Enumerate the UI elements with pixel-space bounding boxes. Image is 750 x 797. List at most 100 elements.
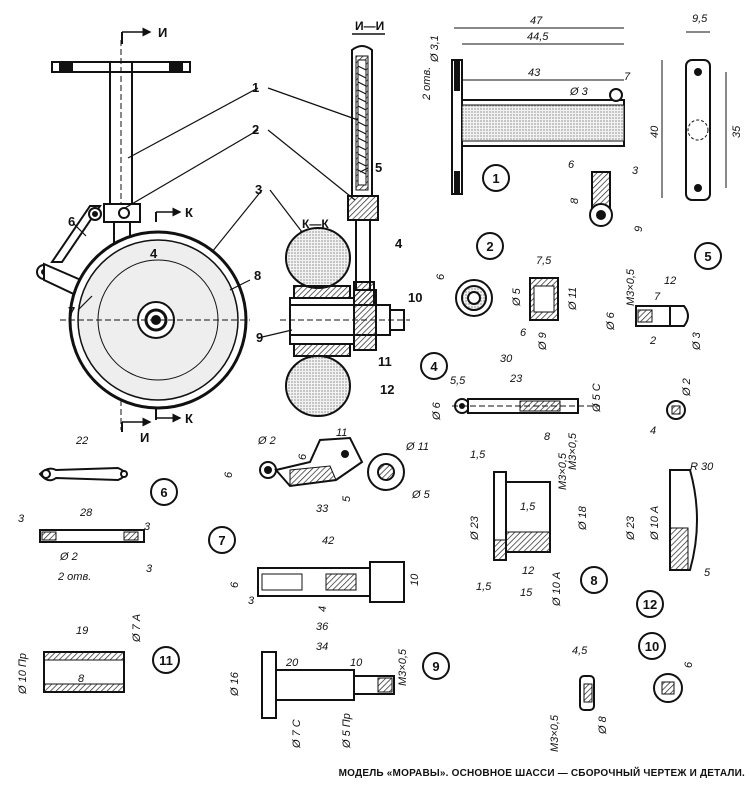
part-6-drawing bbox=[38, 466, 145, 543]
svg-text:11: 11 bbox=[336, 427, 347, 439]
svg-text:22: 22 bbox=[75, 435, 88, 447]
svg-text:R 30: R 30 bbox=[690, 461, 714, 473]
svg-text:Ø 9: Ø 9 bbox=[537, 332, 549, 351]
svg-text:Ø 8: Ø 8 bbox=[597, 715, 609, 735]
svg-text:3: 3 bbox=[144, 521, 151, 533]
svg-text:1,5: 1,5 bbox=[470, 449, 486, 461]
svg-text:9: 9 bbox=[633, 226, 645, 232]
svg-text:33: 33 bbox=[316, 503, 329, 515]
svg-text:2 отв.: 2 отв. bbox=[57, 571, 91, 583]
svg-text:Ø 5: Ø 5 bbox=[511, 287, 523, 307]
part-labels: 1 2 4 5 6 7 8 12 11 9 10 bbox=[159, 171, 711, 674]
svg-text:Ø 7 С: Ø 7 С bbox=[291, 719, 303, 749]
svg-text:Ø 3: Ø 3 bbox=[569, 86, 589, 98]
callout-11: 11 bbox=[378, 354, 392, 369]
part-label-7: 7 bbox=[218, 533, 225, 548]
svg-text:7,5: 7,5 bbox=[536, 255, 552, 267]
part-2-dims: 7,5 6 Ø 5 Ø 11 Ø 9 6 bbox=[435, 255, 579, 351]
svg-text:10: 10 bbox=[409, 573, 421, 586]
part-5-drawing bbox=[635, 305, 689, 420]
svg-text:6: 6 bbox=[435, 273, 447, 280]
svg-text:8: 8 bbox=[569, 197, 581, 204]
svg-text:30: 30 bbox=[500, 353, 513, 365]
part-9-drawing bbox=[261, 651, 395, 719]
part-1-drawing bbox=[451, 27, 727, 227]
svg-text:6: 6 bbox=[568, 159, 575, 171]
svg-text:3: 3 bbox=[248, 595, 255, 607]
svg-text:Ø 7 А: Ø 7 А bbox=[131, 614, 143, 643]
part-1-dims: 47 44,5 43 Ø 3,1 2 отв. Ø 3 7 6 3 8 9 9,… bbox=[421, 13, 743, 232]
part-label-circles bbox=[150, 164, 722, 680]
callout-10: 10 bbox=[408, 290, 422, 305]
svg-text:М3×0,5: М3×0,5 bbox=[557, 452, 569, 490]
svg-text:12: 12 bbox=[664, 275, 676, 287]
svg-text:Ø 6: Ø 6 bbox=[605, 311, 617, 331]
part-label-4: 4 bbox=[430, 359, 438, 374]
part-4-drawing bbox=[452, 398, 600, 414]
svg-text:2 отв.: 2 отв. bbox=[421, 67, 433, 101]
svg-text:4,5: 4,5 bbox=[572, 645, 588, 657]
section-k-top: К bbox=[185, 205, 193, 220]
leader-lines bbox=[73, 87, 369, 339]
svg-text:М3×0,5: М3×0,5 bbox=[397, 648, 409, 686]
svg-text:6: 6 bbox=[297, 453, 309, 460]
part-11-dims: 19 Ø 10 Пр Ø 7 А 8 bbox=[17, 614, 143, 695]
section-i-bottom: И bbox=[140, 430, 149, 445]
part-9-dims: 36 34 20 10 Ø 16 Ø 7 С Ø 5 Пр М3×0,5 bbox=[229, 621, 409, 749]
part-label-12: 12 bbox=[643, 597, 657, 612]
svg-text:6: 6 bbox=[683, 661, 695, 668]
svg-text:36: 36 bbox=[316, 621, 329, 633]
svg-text:15: 15 bbox=[520, 587, 533, 599]
svg-text:47: 47 bbox=[530, 15, 543, 27]
svg-text:Ø 6: Ø 6 bbox=[431, 401, 443, 421]
svg-text:7: 7 bbox=[654, 291, 661, 303]
svg-text:42: 42 bbox=[322, 535, 334, 547]
svg-text:Ø 2: Ø 2 bbox=[257, 435, 276, 447]
svg-text:Ø 2: Ø 2 bbox=[59, 551, 78, 563]
callout-2: 2 bbox=[252, 122, 259, 137]
part-10-drawing bbox=[579, 673, 683, 711]
part-7-drawing bbox=[257, 436, 405, 603]
section-k-view bbox=[280, 227, 410, 417]
part-12-dims: R 30 Ø 23 Ø 10 А 5 bbox=[625, 461, 714, 579]
section-markers: И К К И И—И К—К bbox=[140, 19, 385, 445]
svg-text:9,5: 9,5 bbox=[692, 13, 708, 25]
svg-text:23: 23 bbox=[509, 373, 523, 385]
callout-4-right: 4 bbox=[395, 236, 403, 251]
part-label-9: 9 bbox=[432, 659, 439, 674]
svg-text:Ø 5 С: Ø 5 С bbox=[591, 383, 603, 413]
part-2-drawing bbox=[455, 277, 559, 321]
svg-text:Ø 23: Ø 23 bbox=[469, 515, 481, 541]
part-10-dims: 4,5 М3×0,5 Ø 8 6 bbox=[549, 645, 695, 752]
callout-5: 5 bbox=[375, 160, 382, 175]
part-label-6: 6 bbox=[160, 485, 167, 500]
svg-text:20: 20 bbox=[285, 657, 299, 669]
svg-text:43: 43 bbox=[528, 67, 541, 79]
svg-text:Ø 2: Ø 2 bbox=[681, 378, 693, 397]
part-4-dims: 30 5,5 23 Ø 6 Ø 5 С 8 М3×0,5 bbox=[431, 353, 603, 470]
part-label-10: 10 bbox=[645, 639, 659, 654]
svg-text:28: 28 bbox=[79, 507, 93, 519]
svg-text:12: 12 bbox=[522, 565, 534, 577]
svg-text:40: 40 bbox=[649, 125, 661, 138]
part-label-8: 8 bbox=[590, 573, 597, 588]
svg-text:35: 35 bbox=[731, 125, 743, 138]
svg-text:Ø 10 А: Ø 10 А bbox=[649, 506, 661, 541]
svg-text:6: 6 bbox=[229, 581, 241, 588]
section-k-bottom: К bbox=[185, 411, 193, 426]
svg-text:10: 10 bbox=[350, 657, 363, 669]
part-label-2: 2 bbox=[486, 239, 493, 254]
svg-text:3: 3 bbox=[632, 165, 639, 177]
svg-text:М3×0,5: М3×0,5 bbox=[625, 268, 637, 306]
svg-text:Ø 5: Ø 5 bbox=[411, 489, 431, 501]
callout-1: 1 bbox=[252, 80, 259, 95]
part-8-dims: 1,5 1,5 Ø 23 Ø 18 12 15 1,5 Ø 10 А М3×0,… bbox=[469, 449, 589, 607]
svg-text:1,5: 1,5 bbox=[476, 581, 492, 593]
callout-4-left: 4 bbox=[150, 246, 158, 261]
svg-text:3: 3 bbox=[18, 513, 25, 525]
svg-text:М3×0,5: М3×0,5 bbox=[567, 432, 579, 470]
section-i-view bbox=[347, 45, 379, 307]
svg-text:1,5: 1,5 bbox=[520, 501, 536, 513]
svg-text:Ø 23: Ø 23 bbox=[625, 515, 637, 541]
